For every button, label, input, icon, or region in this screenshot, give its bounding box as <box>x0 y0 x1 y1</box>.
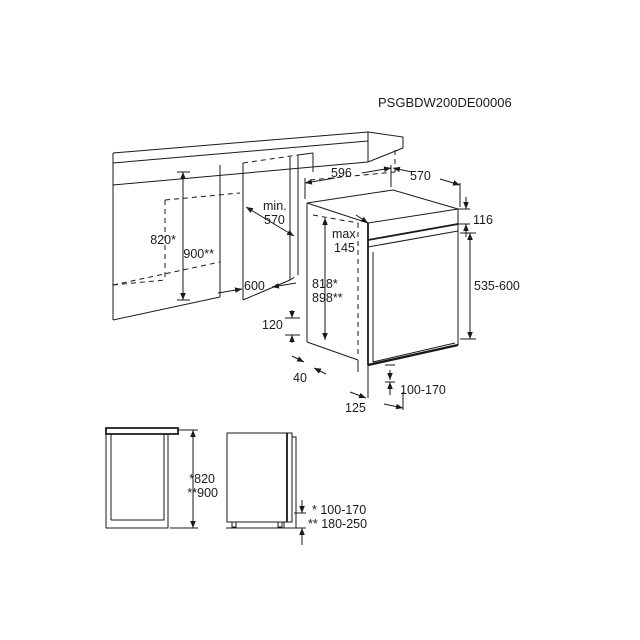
label-niche-depth-value: 570 <box>264 213 285 227</box>
side-view-dishwasher <box>226 432 306 545</box>
side-view-cabinet <box>105 427 198 529</box>
label-side-plinth-2: ** 180-250 <box>308 517 367 531</box>
label-front-offset: 40 <box>293 371 307 385</box>
label-top-offset: 116 <box>473 213 493 227</box>
label-height-adjust-value: 145 <box>334 241 355 255</box>
label-niche-height-1: 820* <box>150 233 176 247</box>
label-plinth-depth: 125 <box>345 401 366 415</box>
dishwasher-body <box>306 189 459 378</box>
label-appliance-depth: 570 <box>410 169 431 183</box>
label-foot-height: 120 <box>262 318 283 332</box>
label-appliance-height-2: 898** <box>312 291 343 305</box>
label-side-plinth-1: * 100-170 <box>312 503 366 517</box>
label-niche-depth-min: min. <box>263 199 287 213</box>
label-niche-width: 600 <box>244 279 265 293</box>
label-side-height-1: *820 <box>189 472 215 486</box>
label-niche-height-2: 900** <box>183 247 214 261</box>
label-appliance-width: 596 <box>331 166 352 180</box>
label-side-height-2: **900 <box>187 486 218 500</box>
product-code: PSGBDW200DE00006 <box>378 95 512 110</box>
label-plinth-height: 100-170 <box>400 383 446 397</box>
label-door-panel-height: 535-600 <box>474 279 520 293</box>
dimension-lines <box>177 165 476 410</box>
label-appliance-height-1: 818* <box>312 277 338 291</box>
kitchen-counter <box>112 131 404 321</box>
label-height-adjust-max: max <box>332 227 356 241</box>
